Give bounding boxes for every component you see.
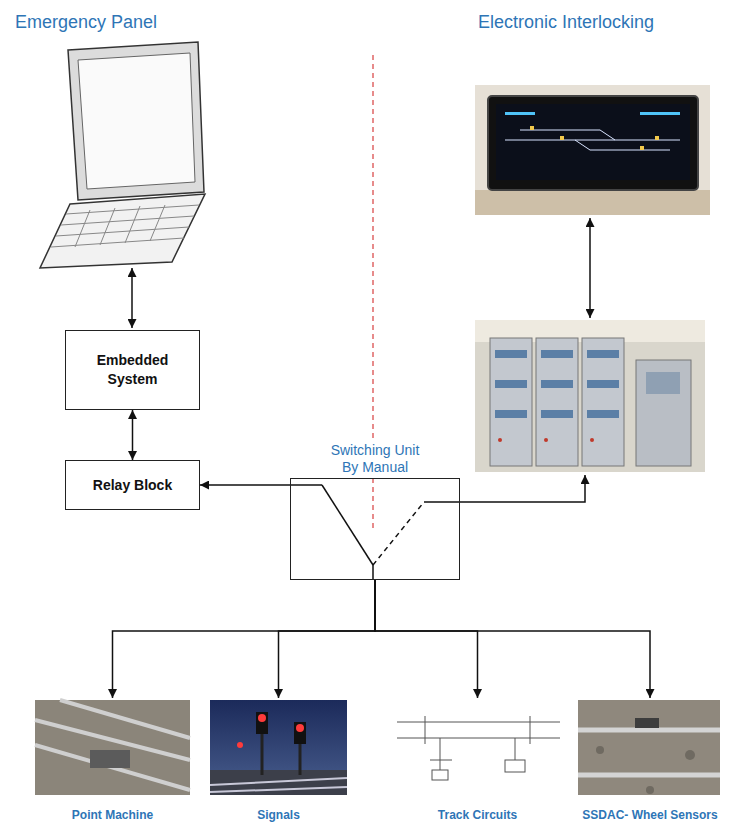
interlocking-feed	[424, 475, 585, 502]
device-caption: Point Machine	[35, 808, 190, 822]
wheel-sensor-picture	[578, 700, 720, 795]
unit-heading: Switching Unit By Manual	[321, 441, 430, 477]
interlocking-link	[589, 218, 591, 318]
device-caption: Signals	[208, 808, 349, 822]
track-circuit-picture	[397, 716, 560, 780]
section-title: Emergency Panel	[15, 12, 157, 33]
field-device: Point Machine	[35, 698, 190, 822]
connector-arrow	[279, 580, 376, 698]
connector-arrow	[375, 580, 650, 698]
switching-unit: Switching Unit By Manual	[290, 478, 460, 580]
connector-arrow	[132, 410, 134, 460]
field-device: Signals	[208, 698, 349, 822]
switch-symbol	[290, 485, 424, 580]
connector-arrow	[113, 580, 376, 698]
box-label: Relay Block	[93, 476, 172, 495]
process-box: Embedded System	[65, 330, 200, 410]
process-box: Relay Block	[65, 460, 200, 510]
signals-picture	[210, 700, 347, 795]
device-caption: Track Circuits	[392, 808, 563, 822]
device-caption: SSDAC- Wheel Sensors	[575, 808, 725, 822]
field-device: Track Circuits	[392, 698, 563, 822]
laptop-link	[131, 268, 133, 328]
laptop-picture	[40, 42, 205, 268]
field-device: SSDAC- Wheel Sensors	[575, 698, 725, 822]
point-machine-picture	[35, 700, 190, 795]
section-title: Electronic Interlocking	[478, 12, 654, 33]
monitor-picture	[475, 85, 710, 215]
connector-arrow	[200, 484, 290, 486]
box-label: Embedded System	[88, 351, 178, 389]
cabinet-picture	[475, 320, 705, 472]
connector-arrow	[375, 580, 478, 698]
